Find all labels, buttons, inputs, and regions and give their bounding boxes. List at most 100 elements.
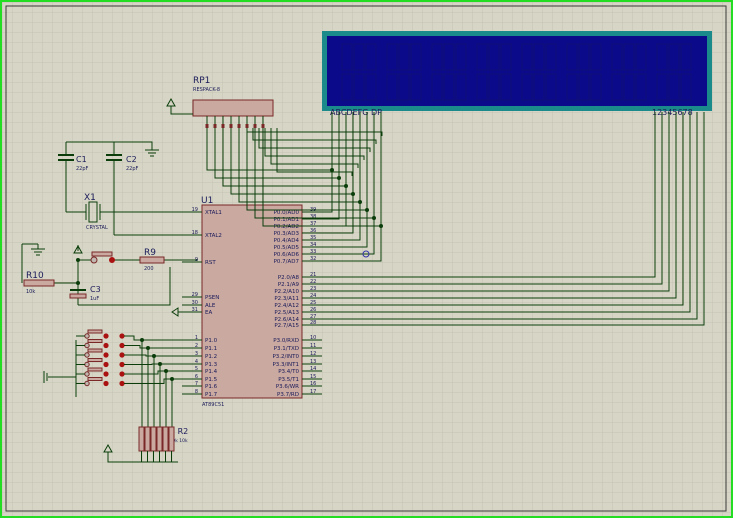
wire <box>264 128 365 160</box>
u1-pin-name: P0.4/AD4 <box>274 238 300 244</box>
u1-pin-name: P0.3/AD3 <box>274 231 300 237</box>
wire <box>322 112 333 213</box>
display-cell <box>656 73 668 101</box>
reset-circuit <box>21 243 198 306</box>
display-cell <box>545 73 557 101</box>
switch-contact <box>103 352 109 358</box>
pullup-resistor-body <box>150 426 157 452</box>
wire <box>214 128 339 179</box>
u1-pin-name: P1.3 <box>205 362 218 368</box>
wire <box>322 112 663 285</box>
display-cell <box>668 73 680 101</box>
display-cell <box>500 43 512 71</box>
rp1-pin-end <box>205 124 209 128</box>
pullup-resistors[interactable]: R5 R4 R3 R2 10k 10k 10k 10k <box>103 426 188 463</box>
switch-cap <box>87 367 103 372</box>
display-cell <box>476 73 488 101</box>
resistor-r9[interactable]: R9 200 <box>139 248 165 272</box>
rp1-pin-end <box>261 124 265 128</box>
capacitor-c1[interactable]: C1 22pF <box>58 142 89 212</box>
u1-ref: U1 <box>201 196 213 206</box>
pullup-resistor-body <box>168 426 175 452</box>
u1-pin-number: 36 <box>310 228 316 234</box>
reset-button[interactable] <box>90 251 115 264</box>
u1-pin-name: P2.6/A14 <box>274 317 299 323</box>
u1-pin-name: P1.0 <box>205 338 218 344</box>
switch-array[interactable] <box>75 329 182 427</box>
display-cell <box>623 43 635 71</box>
wire <box>322 112 684 306</box>
wire <box>322 112 656 278</box>
probe-marker <box>362 250 370 258</box>
reset-button-cap <box>91 251 113 257</box>
u1-pin-name: P3.0/RXD <box>273 338 299 344</box>
u1-pin-name: P2.5/A13 <box>274 310 299 316</box>
display-cell <box>386 73 398 101</box>
u1-pin-number: 9 <box>195 257 198 263</box>
display-digits <box>341 43 692 101</box>
display-cell <box>341 43 353 71</box>
u1-pin-number: 4 <box>195 359 198 365</box>
capacitor-c3[interactable]: C3 1uF <box>69 285 101 302</box>
u1-pin-name: P2.2/A10 <box>274 289 299 295</box>
display-cell <box>611 73 623 101</box>
r10-value: 10k <box>26 289 35 295</box>
wire <box>238 128 360 203</box>
display-cell <box>656 43 668 71</box>
wire <box>322 112 670 292</box>
switch-contact <box>119 352 125 358</box>
u1-pin-name: P0.2/AD2 <box>274 224 299 230</box>
resistor-r10[interactable]: R10 10k <box>23 271 55 295</box>
wire <box>322 112 691 313</box>
display-cell <box>578 73 590 101</box>
u1-pin-number: 17 <box>310 389 316 395</box>
crystal-x1[interactable]: X1 CRYSTAL <box>84 193 108 231</box>
u1-pin-name: P1.1 <box>205 346 217 352</box>
rp1-power-symbol <box>166 97 176 107</box>
u1-pin-number: 15 <box>310 374 316 380</box>
wire <box>124 363 182 365</box>
switch-contact <box>103 333 109 339</box>
u1-pin-number: 18 <box>192 230 198 236</box>
u1-pin-number: 32 <box>310 256 316 262</box>
c2-ref: C2 <box>126 155 137 164</box>
u1-pin-name: P3.5/T1 <box>278 377 299 383</box>
display-cell <box>365 43 377 71</box>
switch-cap <box>87 329 103 334</box>
wire <box>206 128 332 171</box>
display-digit-labels: 12345678 <box>652 108 693 117</box>
u1-pin-number: 37 <box>310 221 316 227</box>
c1-value: 22pF <box>76 166 89 172</box>
display-cell <box>353 43 365 71</box>
respack-rp1[interactable]: RP1 RESPACK-8 <box>166 76 274 128</box>
switch-contact <box>84 352 90 358</box>
capacitor-c2[interactable]: C2 22pF <box>106 142 139 235</box>
switch-contact <box>119 361 125 368</box>
u1-pin-number: 3 <box>195 351 198 357</box>
wire <box>322 112 368 248</box>
switch-contact <box>84 380 90 387</box>
u1-pin-number: 10 <box>310 335 316 341</box>
u1-pin-number: 22 <box>310 279 316 285</box>
switch-contact <box>84 342 90 349</box>
junction-dot <box>358 200 362 204</box>
display-cell <box>341 73 353 101</box>
switch-contact <box>103 380 109 387</box>
junction-dot <box>372 216 376 220</box>
wire <box>252 128 377 144</box>
display-cell <box>623 73 635 101</box>
u1-pin-name: P2.4/A12 <box>274 303 299 309</box>
wire <box>276 128 353 176</box>
display-cell <box>533 43 545 71</box>
display-cell <box>635 73 647 101</box>
seven-segment-display[interactable]: ABCDEFG DP 12345678 <box>322 31 712 117</box>
rp1-pin-end <box>213 124 217 128</box>
u1-pin-name: P2.3/A11 <box>274 296 299 302</box>
u1-pin-number: 28 <box>310 320 316 326</box>
wire <box>254 128 374 219</box>
u1-pin-number: 34 <box>310 242 316 248</box>
u1-pin-number: 14 <box>310 366 316 372</box>
